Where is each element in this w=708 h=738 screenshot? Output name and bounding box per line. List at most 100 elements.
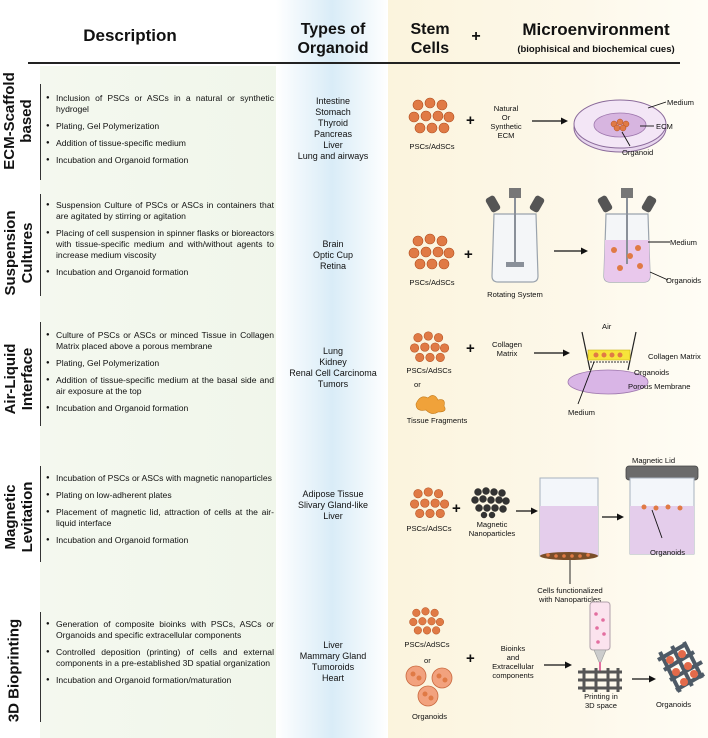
type-item: Thyroid — [317, 118, 348, 128]
arrow-icon — [554, 247, 588, 255]
header-plus: + — [471, 28, 481, 45]
label-cells: PSCs/AdSCs — [409, 278, 455, 287]
label-organoid: Organoid — [622, 148, 654, 157]
label-cells: PSCs/AdSCs — [406, 366, 452, 375]
type-item: Intestine — [315, 96, 351, 106]
type-item: Stomach — [315, 107, 351, 117]
label-func-line: Cells functionalized — [537, 586, 603, 595]
pointer-line — [577, 361, 595, 405]
spinner-flask-icon — [485, 188, 545, 283]
label-organoids: Organoids — [650, 548, 686, 557]
label-bioinks-line: Bioinks — [500, 644, 526, 653]
section-label-suspension-line1: Suspension — [2, 210, 19, 296]
pointer-line — [648, 241, 670, 281]
label-collagen: Collagen Matrix — [482, 340, 532, 358]
label-medium: Medium — [670, 238, 698, 247]
section-label-ecm-line2: based — [18, 99, 35, 143]
types-ecm: Intestine Stomach Thyroid Pancreas Liver… — [280, 96, 386, 162]
label-medium: Medium — [667, 98, 695, 107]
arrow-icon — [544, 661, 572, 669]
label-matrix-line: ECM — [497, 131, 515, 140]
culture-well-icon — [539, 477, 599, 560]
plus-sign: + — [452, 500, 461, 517]
label-nano-line: Nanoparticles — [468, 529, 516, 538]
label-porous-membrane: Porous Membrane — [628, 382, 691, 391]
type-item: Tumors — [317, 379, 349, 389]
header-microenvironment-subtitle: (biophisical and biochemical cues) — [517, 44, 675, 55]
type-item: Heart — [321, 673, 344, 683]
section-label-magnetic: Magnetic Levitation — [2, 464, 36, 570]
label-nano-line: Magnetic — [476, 520, 508, 529]
types-suspension: Brain Optic Cup Retina — [280, 239, 386, 272]
types-magnetic: Adipose Tissue Slivary Gland-like Liver — [280, 489, 386, 522]
section-divider-ecm — [40, 84, 42, 180]
bullet-item: Plating on low-adherent plates — [46, 490, 274, 501]
types-bioprinting: Liver Mammary Gland Tumoroids Heart — [280, 640, 386, 684]
label-organoids: Organoids — [656, 700, 692, 709]
pointer-line — [651, 509, 663, 539]
printed-scaffold-icon — [657, 641, 705, 693]
type-item: Liver — [323, 511, 343, 521]
types-air-liquid: Lung Kidney Renal Cell Carcinoma Tumors — [280, 346, 386, 390]
type-item: Optic Cup — [312, 250, 354, 260]
label-or: or — [424, 656, 431, 665]
label-cells: PSCs/AdSCs — [404, 640, 450, 649]
bullet-item: Incubation and Organoid formation/matura… — [46, 675, 274, 686]
header-types-line1: Types of — [300, 21, 366, 38]
plus-sign: + — [466, 650, 475, 667]
section-label-suspension: Suspension Cultures — [2, 198, 36, 308]
bullet-item: Incubation and Organoid formation — [46, 155, 274, 166]
section-label-air-liquid-line1: Air-Liquid — [2, 343, 19, 415]
section-label-magnetic-line2: Levitation — [19, 481, 36, 553]
header-stem-line1: Stem — [410, 21, 450, 38]
label-func-line: with Nanoparticles — [538, 595, 602, 604]
section-label-magnetic-line1: Magnetic — [2, 484, 19, 550]
bioprinter-nozzle-icon — [578, 601, 622, 692]
label-organoids-input: Organoids — [412, 712, 448, 721]
plus-sign: + — [466, 340, 475, 357]
bullets-bioprinting: Generation of composite bioinks with PSC… — [46, 619, 274, 692]
header-types-of-organoid: Types of Organoid — [280, 20, 386, 58]
bullet-item: Placing of cell suspension in spinner fl… — [46, 228, 274, 261]
type-item: Lung and airways — [297, 151, 369, 161]
bullet-item: Generation of composite bioinks with PSC… — [46, 619, 274, 641]
label-matrix: Natural Or Synthetic ECM — [482, 104, 530, 140]
label-air: Air — [602, 322, 612, 331]
label-organoids: Organoids — [634, 368, 670, 377]
header-stem-cells: Stem Cells — [398, 20, 462, 58]
label-organoids: Organoids — [666, 276, 702, 285]
bullet-item: Incubation of PSCs or ASCs with magnetic… — [46, 473, 274, 484]
label-magnetic-lid: Magnetic Lid — [632, 456, 676, 465]
cell-cluster-icon — [409, 607, 444, 635]
type-item: Renal Cell Carcinoma — [289, 368, 377, 378]
label-functionalized: Cells functionalized with Nanoparticles — [532, 586, 608, 604]
arrow-icon — [632, 675, 656, 683]
bullets-magnetic: Incubation of PSCs or ASCs with magnetic… — [46, 473, 274, 552]
type-item: Kidney — [319, 357, 347, 367]
cell-cluster-icon — [410, 331, 450, 362]
type-item: Lung — [322, 346, 344, 356]
label-printing-line: Printing in — [584, 692, 618, 701]
label-cells: PSCs/AdSCs — [406, 524, 452, 533]
type-item: Retina — [319, 261, 346, 271]
section-label-air-liquid: Air-Liquid Interface — [2, 324, 36, 434]
plus-sign: + — [466, 112, 475, 129]
bullets-air-liquid: Culture of PSCs or ASCs or minced Tissue… — [46, 330, 274, 420]
section-label-air-liquid-line2: Interface — [19, 347, 36, 411]
label-collagen-matrix: Collagen Matrix — [648, 352, 701, 361]
label-matrix-line: Synthetic — [490, 122, 522, 131]
label-medium: Medium — [568, 408, 596, 417]
plus-sign: + — [464, 246, 473, 263]
bullets-suspension: Suspension Culture of PSCs or ASCs in co… — [46, 200, 274, 284]
label-nanoparticles: Magnetic Nanoparticles — [462, 520, 522, 538]
label-matrix-line: Or — [501, 113, 511, 122]
type-item: Liver — [323, 640, 343, 650]
cell-cluster-icon — [408, 97, 455, 134]
label-matrix-line: Natural — [493, 104, 519, 113]
label-or: or — [414, 380, 421, 389]
cell-cluster-icon — [410, 487, 450, 518]
section-label-bioprinting-line1: 3D Bioprinting — [5, 618, 23, 723]
pointer-line — [569, 560, 571, 584]
bullet-item: Culture of PSCs or ASCs or minced Tissue… — [46, 330, 274, 352]
cell-cluster-icon — [408, 233, 455, 270]
